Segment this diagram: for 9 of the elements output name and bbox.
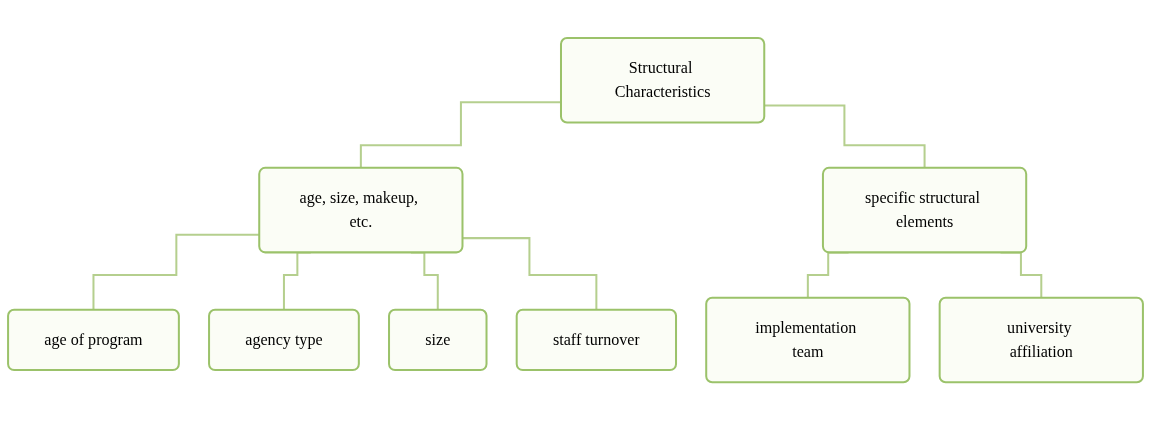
node-box: agency type [208,309,360,372]
node-box: university affiliation [938,297,1144,384]
node-box: implementation team [705,297,911,384]
node-box: Structural Characteristics [560,37,766,124]
node-box: size [388,309,488,372]
node-box: age of program [7,309,180,372]
node-box: age, size, makeup, etc. [258,167,464,254]
node-box: staff turnover [515,309,678,372]
node-box: specific structural elements [821,167,1028,254]
